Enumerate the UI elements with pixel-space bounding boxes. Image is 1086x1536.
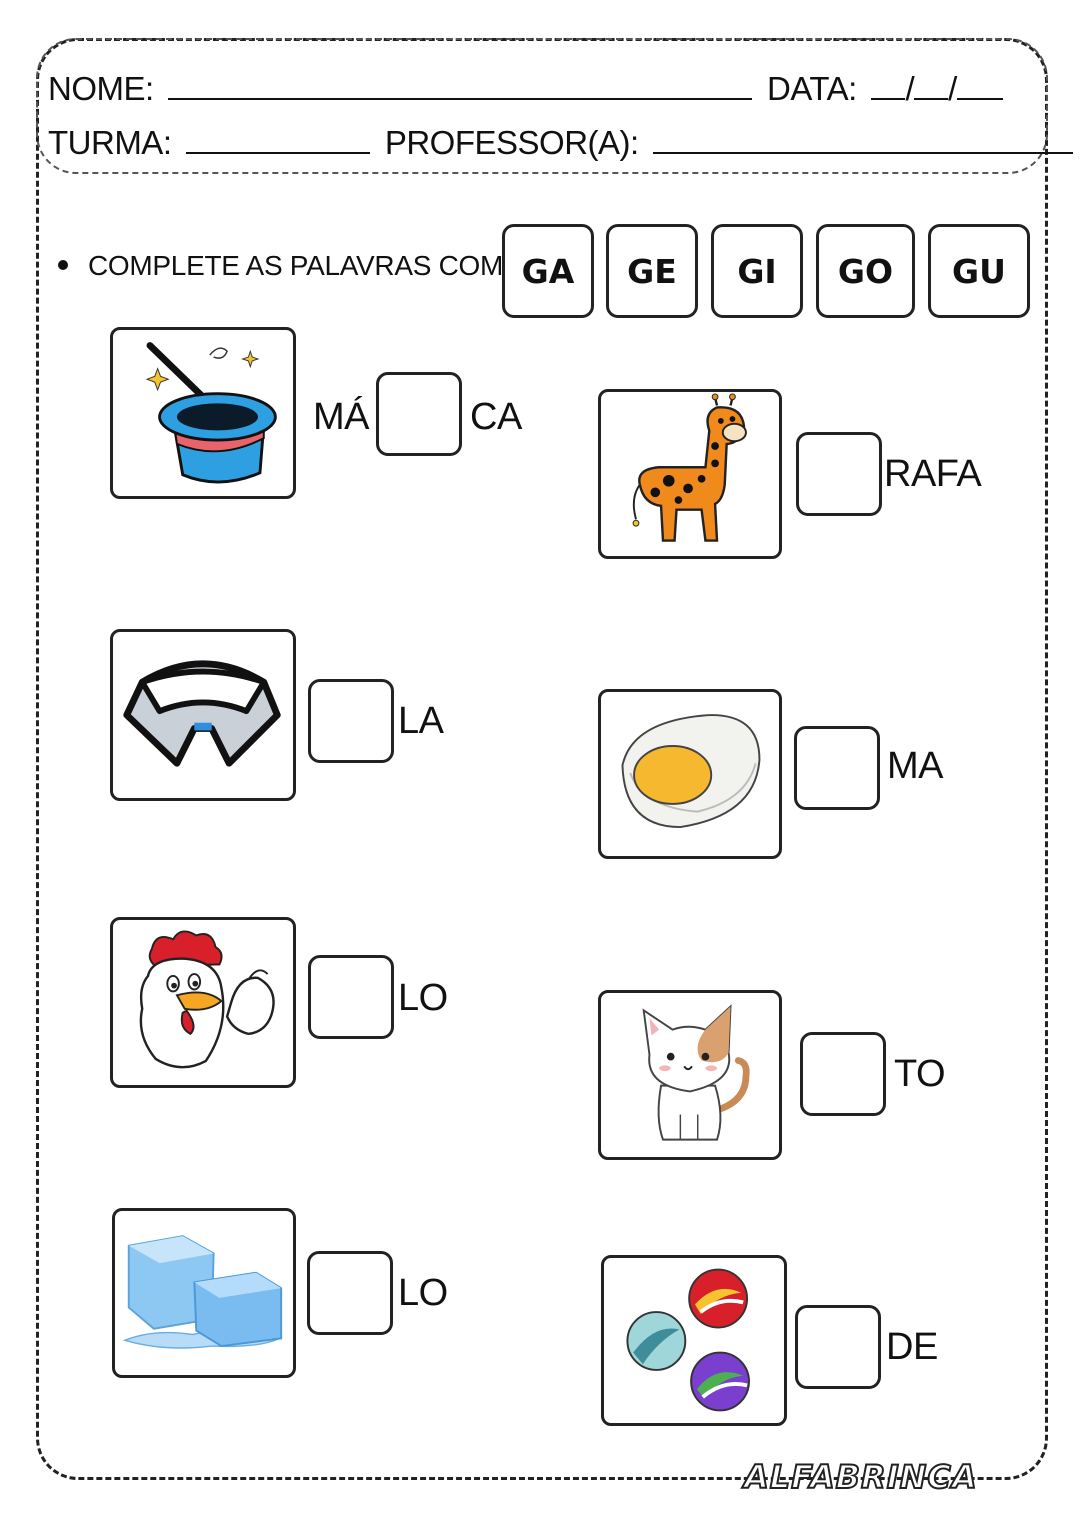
cat-icon [642,1004,750,1141]
word-suffix: LO [398,977,448,1019]
word-suffix: LO [398,1272,448,1314]
syllable-label: GE [627,251,677,291]
brand-logo: ALFABRINCA [743,1457,978,1497]
marbles-picture [601,1255,787,1426]
boiled-egg-picture [598,689,782,859]
word-suffix: RAFA [884,453,982,495]
instruction-text: COMPLETE AS PALAVRAS COM [88,250,503,281]
magic-hat-picture [110,327,296,499]
word-suffix: DE [886,1326,938,1368]
ice-cubes-picture [112,1208,296,1378]
word-suffix: TO [894,1053,946,1095]
turma-label: TURMA: [48,124,172,161]
answer-box[interactable] [794,726,880,810]
boiled-egg-icon [621,714,761,829]
syllable-box: GA [502,224,594,318]
date-slash: / [905,70,915,107]
data-day-field[interactable] [871,72,906,100]
word-suffix: CA [470,396,522,438]
giraffe-picture [598,389,782,559]
answer-box[interactable] [795,1305,881,1389]
cat-picture [598,990,782,1160]
syllable-label: GA [521,251,575,291]
data-year-field[interactable] [956,72,1003,100]
syllable-label: GI [737,251,777,291]
answer-box[interactable] [308,955,394,1039]
professor-label: PROFESSOR(A): [384,124,639,161]
instruction: COMPLETE AS PALAVRAS COM [58,250,503,282]
professor-field[interactable] [653,126,1074,154]
answer-box[interactable] [376,372,462,456]
answer-box[interactable] [307,1251,393,1335]
marbles-icon [626,1268,750,1412]
date-slash: / [948,70,957,107]
syllable-box: GU [928,224,1030,318]
shirt-collar-picture [110,629,296,801]
syllable-box: GO [816,224,915,318]
answer-box[interactable] [800,1032,886,1116]
data-label: DATA: [767,70,857,107]
data-month-field[interactable] [914,72,949,100]
turma-field[interactable] [186,126,371,154]
nome-field[interactable] [168,72,753,100]
syllable-box: GI [711,224,803,318]
header-line-2: TURMA: PROFESSOR(A): [48,124,1074,162]
magic-hat-icon [145,342,277,484]
syllable-box: GE [606,224,698,318]
syllable-label: GO [837,251,894,291]
header-box [36,38,1048,174]
answer-box[interactable] [308,679,394,763]
rooster-icon [139,930,275,1069]
rooster-picture [110,917,296,1088]
shirt-collar-icon [123,660,281,767]
giraffe-icon [632,393,747,542]
bullet-icon [58,259,68,270]
header-line-1: NOME: DATA: / / [48,70,1003,108]
answer-box[interactable] [796,432,882,516]
word-prefix: MÁ [313,396,370,438]
syllable-label: GU [952,251,1006,291]
word-suffix: LA [398,700,444,742]
nome-label: NOME: [48,70,154,107]
word-suffix: MA [887,745,944,787]
ice-cubes-icon [122,1235,283,1349]
